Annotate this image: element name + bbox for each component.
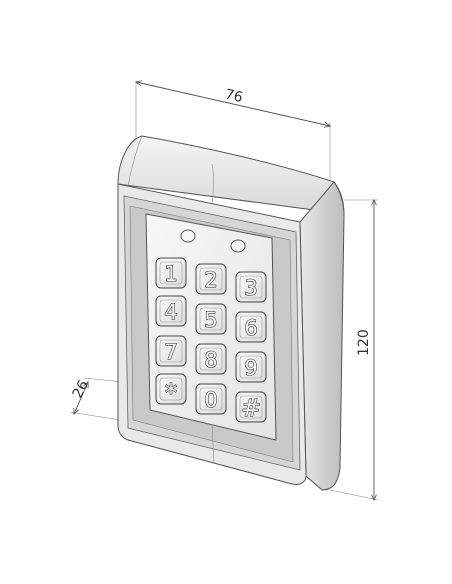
- key-label: 2: [204, 268, 217, 292]
- key-7[interactable]: 7: [155, 335, 187, 367]
- key-label: 3: [244, 276, 257, 300]
- led-right-icon: [230, 239, 246, 253]
- width-label: 76: [223, 87, 244, 107]
- depth-label: 26: [70, 378, 93, 401]
- key-1[interactable]: 1: [155, 257, 187, 289]
- depth-dimension: 26: [70, 378, 125, 421]
- key-label: 0: [204, 388, 217, 412]
- key-label: 9: [244, 356, 257, 380]
- key-9[interactable]: 9: [235, 351, 267, 383]
- height-label: 120: [356, 329, 372, 356]
- key-label: 4: [164, 300, 177, 324]
- keypad-keys: 1 2 3 4 5 6 7: [155, 257, 267, 423]
- key-label: 1: [164, 262, 177, 286]
- key-hash[interactable]: #: [235, 391, 267, 423]
- key-8[interactable]: 8: [195, 343, 227, 375]
- key-label: #: [241, 394, 261, 422]
- key-label: 6: [244, 316, 257, 340]
- led-left-icon: [180, 229, 196, 243]
- key-6[interactable]: 6: [235, 311, 267, 343]
- key-star[interactable]: *: [155, 373, 187, 408]
- key-4[interactable]: 4: [155, 295, 187, 327]
- key-3[interactable]: 3: [235, 271, 267, 303]
- key-5[interactable]: 5: [195, 303, 227, 335]
- keypad-housing: [117, 135, 345, 491]
- key-label: *: [165, 379, 177, 407]
- key-label: 7: [164, 340, 177, 364]
- height-dimension: 120: [329, 200, 379, 500]
- key-0[interactable]: 0: [195, 383, 227, 415]
- key-label: 5: [204, 308, 217, 332]
- key-2[interactable]: 2: [195, 263, 227, 295]
- key-label: 8: [204, 348, 217, 372]
